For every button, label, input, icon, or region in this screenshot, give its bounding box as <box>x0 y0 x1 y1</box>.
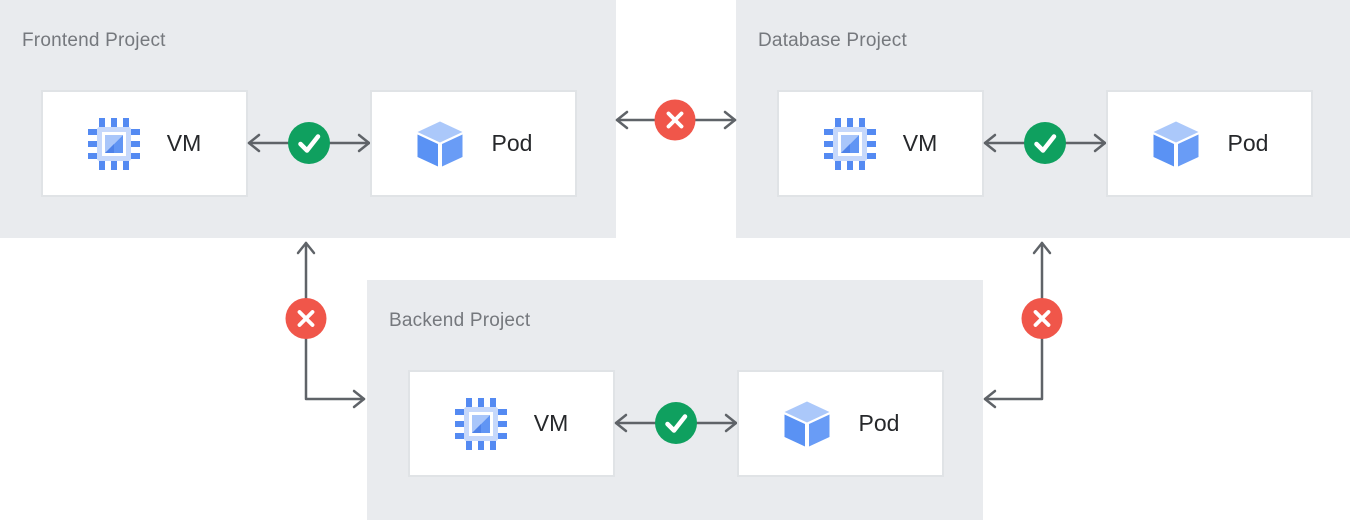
pod-node: Pod <box>370 90 577 197</box>
vm-label: VM <box>533 410 569 436</box>
cube-icon <box>1153 121 1199 166</box>
connector-frontend-database-blocked <box>615 99 737 141</box>
project-title: Database Project <box>758 30 907 51</box>
vm-node: VM <box>777 90 984 197</box>
check-circle-icon <box>1024 122 1066 164</box>
check-circle-icon <box>655 402 697 444</box>
vm-pod-allowed-connector <box>247 122 371 164</box>
vm-node: VM <box>408 370 615 477</box>
vm-pod-allowed-connector <box>983 122 1107 164</box>
project-title: Frontend Project <box>22 30 166 51</box>
pod-label: Pod <box>1227 130 1269 156</box>
cube-icon <box>417 121 463 166</box>
check-circle-icon <box>288 122 330 164</box>
chip-icon <box>87 117 140 170</box>
frontend-project-panel: Frontend Project VM <box>0 0 616 238</box>
cube-icon <box>784 401 830 446</box>
vm-label: VM <box>166 130 202 156</box>
pod-node: Pod <box>737 370 944 477</box>
pod-label: Pod <box>491 130 533 156</box>
vm-label: VM <box>902 130 938 156</box>
pod-label: Pod <box>858 410 900 436</box>
project-title: Backend Project <box>389 310 531 331</box>
database-project-panel: Database Project VM <box>736 0 1350 238</box>
backend-project-panel: Backend Project VM <box>367 280 983 520</box>
vm-node: VM <box>41 90 248 197</box>
chip-icon <box>454 397 507 450</box>
pod-node: Pod <box>1106 90 1313 197</box>
vm-pod-allowed-connector <box>614 402 738 444</box>
connector-frontend-backend-blocked <box>285 241 366 409</box>
chip-icon <box>823 117 876 170</box>
connector-database-backend-blocked <box>983 241 1063 409</box>
